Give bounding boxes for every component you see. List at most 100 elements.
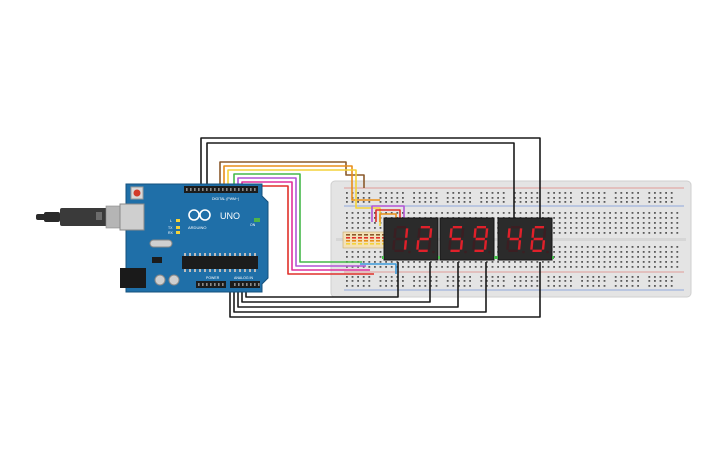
display-module-3[interactable] [497, 217, 553, 261]
breadboard-hole [665, 246, 667, 248]
breadboard-hole [441, 266, 443, 268]
breadboard-hole [385, 197, 387, 199]
resistor-band [352, 240, 356, 242]
breadboard-hole [430, 201, 432, 203]
breadboard-hole [514, 280, 516, 282]
breadboard-hole [553, 227, 555, 229]
breadboard-hole [603, 217, 606, 219]
breadboard-hole [592, 285, 595, 287]
wire-black-bottom-5[interactable] [229, 262, 541, 318]
wire-black-top-inner[interactable] [206, 142, 515, 222]
breadboard-hole [374, 251, 376, 253]
breadboard-hole [357, 217, 359, 219]
breadboard-hole [603, 222, 606, 224]
breadboard-hole [357, 276, 359, 278]
display-module-2[interactable] [439, 217, 495, 261]
power-jack [120, 268, 146, 288]
breadboard-hole [614, 201, 617, 203]
breadboard-hole [435, 212, 438, 214]
breadboard-hole [631, 251, 634, 253]
wire-bridge-red[interactable] [375, 209, 401, 222]
header-pin [202, 188, 204, 191]
breadboard-hole [346, 280, 348, 282]
breadboard-hole [570, 266, 572, 268]
breadboard-hole [637, 201, 639, 203]
breadboard-hole [525, 197, 527, 199]
wire-black-bottom-3[interactable] [237, 262, 459, 308]
breadboard-hole [362, 256, 365, 258]
breadboard-hole [665, 266, 667, 268]
breadboard-hole [654, 266, 656, 268]
power-header-label: POWER [206, 276, 220, 280]
digital-header-pins [186, 188, 256, 191]
resistor-band [370, 240, 374, 242]
breadboard-hole [553, 222, 555, 224]
display-module-1[interactable] [383, 217, 439, 261]
breadboard-hole [626, 251, 628, 253]
breadboard-hole [614, 197, 617, 199]
breadboard-hole [357, 280, 359, 282]
breadboard-hole [637, 246, 639, 248]
breadboard-hole [592, 222, 595, 224]
resistor-array[interactable] [342, 231, 388, 249]
wire-purple[interactable] [237, 177, 366, 267]
breadboard-hole [390, 276, 393, 278]
breadboard-hole [390, 266, 393, 268]
breadboard-hole [581, 280, 583, 282]
header-pin [258, 283, 260, 286]
breadboard-hole [654, 280, 656, 282]
decimal-point [546, 250, 549, 254]
breadboard-hole [525, 212, 527, 214]
header-pin [238, 188, 240, 191]
resistor-band [364, 234, 368, 236]
breadboard-hole [626, 256, 628, 258]
wire-bridge-purple[interactable] [371, 205, 405, 222]
breadboard-hole [536, 285, 539, 287]
breadboard-hole [564, 266, 567, 268]
breadboard-hole [446, 261, 449, 263]
digital-header[interactable] [184, 186, 258, 193]
breadboard-hole [631, 227, 634, 229]
breadboard-hole [390, 285, 393, 287]
resistor-band [346, 234, 350, 236]
segment-c [403, 240, 408, 250]
breadboard-hole [418, 266, 421, 268]
wire-black-bottom-1[interactable] [245, 262, 399, 298]
breadboard-hole [592, 261, 595, 263]
breadboard-hole [530, 197, 533, 199]
breadboard-hole [603, 251, 606, 253]
wire-brown[interactable] [219, 161, 365, 190]
breadboard-hole [603, 227, 606, 229]
breadboard-hole [547, 197, 550, 199]
segment-b [543, 228, 547, 238]
breadboard-hole [570, 212, 572, 214]
wire-green[interactable] [233, 173, 362, 263]
usb-cable[interactable] [36, 205, 125, 229]
wire-black-bottom-4[interactable] [233, 262, 487, 313]
breadboard-hole [435, 285, 438, 287]
breadboard-hole [463, 197, 466, 199]
breadboard-hole [553, 280, 555, 282]
seven-segment-displays[interactable] [382, 217, 554, 261]
wire-black-bottom-2[interactable] [241, 262, 431, 303]
breadboard-hole [665, 212, 667, 214]
breadboard-hole [452, 212, 455, 214]
breadboard-hole [480, 192, 483, 194]
breadboard-hole [637, 227, 639, 229]
wire-yellow[interactable] [227, 169, 381, 226]
analog-header[interactable] [230, 281, 260, 288]
wire-black-top-outer[interactable] [200, 137, 541, 222]
breadboard-hole [642, 232, 645, 234]
breadboard-hole [553, 197, 555, 199]
wire-orange[interactable] [223, 165, 380, 201]
arduino-uno-board[interactable]: UNO ARDUINO DIGITAL (PWM~) POWER ANALOG … [119, 183, 269, 293]
segment-f [449, 228, 453, 238]
wire-bridge-blue[interactable] [360, 263, 397, 274]
breadboard-hole [620, 276, 623, 278]
breadboard-hole [676, 212, 679, 214]
breadboard-hole [614, 280, 617, 282]
breadboard-hole [626, 201, 628, 203]
breadboard-hole [446, 212, 449, 214]
decimal-point [408, 250, 411, 254]
